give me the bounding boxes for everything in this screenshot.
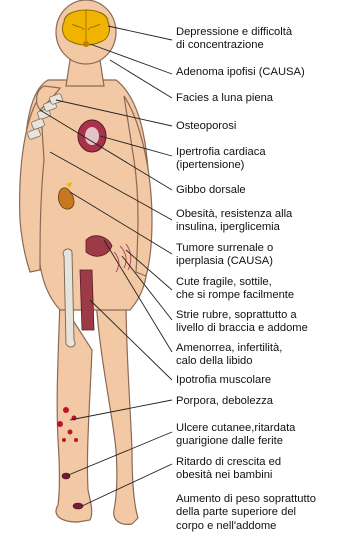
label-porpora: Porpora, debolezza [176, 395, 348, 408]
label-facies-luna-piena: Facies a luna piena [176, 92, 348, 105]
label-osteoporosi: Osteoporosi [176, 120, 348, 133]
label-depressione: Depressione e difficoltà di concentrazio… [176, 26, 348, 53]
label-ipertrofia-cardiaca: Ipertrofia cardiaca (ipertensione) [176, 146, 348, 173]
label-ritardo-crescita: Ritardo di crescita ed obesità nei bambi… [176, 456, 348, 483]
label-strie-rubre: Strie rubre, soprattutto a livello di br… [176, 309, 348, 336]
label-aumento-peso: Aumento di peso soprattutto della parte … [176, 493, 348, 533]
label-obesita: Obesità, resistenza alla insulina, iperg… [176, 208, 348, 235]
label-ulcere-cutanee: Ulcere cutanee,ritardata guarigione dall… [176, 422, 348, 449]
label-tumore-surrenale: Tumore surrenale o iperplasia (CAUSA) [176, 242, 348, 269]
pituitary-illustration [83, 41, 89, 47]
label-amenorrea: Amenorrea, infertilità, calo della libid… [176, 342, 348, 369]
label-adenoma-ipofisi: Adenoma ipofisi (CAUSA) [176, 66, 348, 79]
body-silhouette [20, 0, 152, 524]
label-cute-fragile: Cute fragile, sottile, che si rompe faci… [176, 276, 348, 303]
label-gibbo-dorsale: Gibbo dorsale [176, 184, 348, 197]
label-ipotrofia-muscolare: Ipotrofia muscolare [176, 374, 348, 387]
